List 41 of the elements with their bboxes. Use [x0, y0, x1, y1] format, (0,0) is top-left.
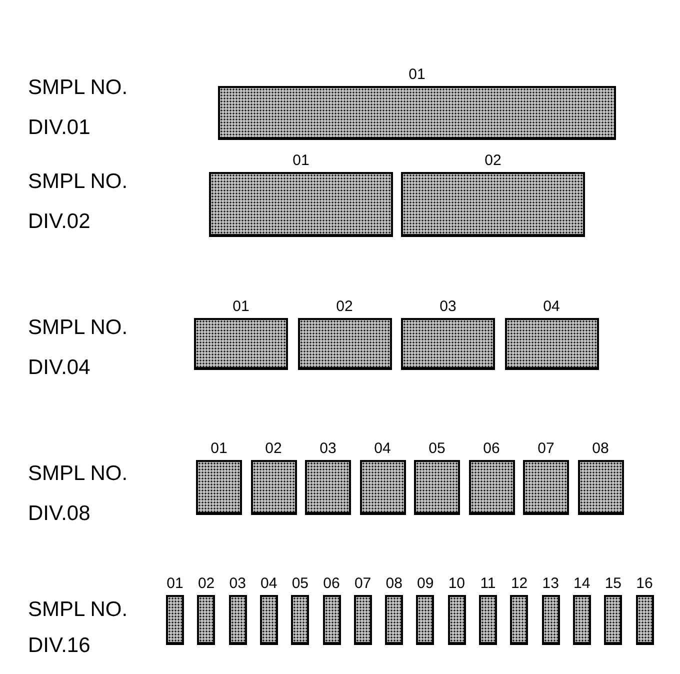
number-label: 11: [480, 575, 496, 593]
number-label: 02: [484, 152, 502, 170]
number-label: 07: [354, 575, 372, 593]
number-label: 15: [604, 575, 622, 593]
number-label: 09: [417, 575, 434, 593]
division-label: DIV.04: [28, 356, 90, 380]
number-label: 04: [260, 575, 278, 593]
number-label: 04: [543, 298, 560, 316]
division-label: DIV.08: [28, 502, 90, 526]
number-label: 16: [636, 575, 653, 593]
number-label: 02: [336, 298, 353, 316]
number-label: 03: [440, 298, 456, 316]
sample-number-label: SMPL NO.: [28, 316, 128, 340]
number-label: 05: [292, 575, 309, 593]
number-label: 03: [229, 575, 246, 593]
number-label: 06: [483, 440, 500, 458]
number-label: 14: [574, 575, 590, 593]
sample-number-label: SMPL NO.: [28, 462, 128, 486]
number-label: 04: [374, 440, 391, 458]
number-label: 08: [386, 575, 402, 593]
number-label: 01: [232, 298, 250, 316]
number-label: 13: [542, 575, 559, 593]
number-label: 06: [323, 575, 340, 593]
number-label: 03: [320, 440, 336, 458]
number-label: 01: [292, 152, 310, 170]
number-label: 01: [210, 440, 228, 458]
number-label: 07: [538, 440, 554, 458]
division-label: DIV.02: [28, 210, 90, 234]
sample-number-label: SMPL NO.: [28, 170, 128, 194]
division-label: DIV.01: [28, 116, 90, 140]
number-label: 05: [428, 440, 446, 458]
sample-number-label: SMPL NO.: [28, 598, 128, 622]
number-label: 02: [265, 440, 282, 458]
division-label: DIV.16: [28, 634, 90, 658]
number-label: 01: [166, 575, 184, 593]
number-label: 01: [408, 66, 426, 84]
sample-number-label: SMPL NO.: [28, 76, 128, 100]
number-label: 08: [592, 440, 609, 458]
number-label: 10: [448, 575, 466, 593]
number-label: 12: [510, 575, 528, 593]
number-label: 02: [198, 575, 215, 593]
